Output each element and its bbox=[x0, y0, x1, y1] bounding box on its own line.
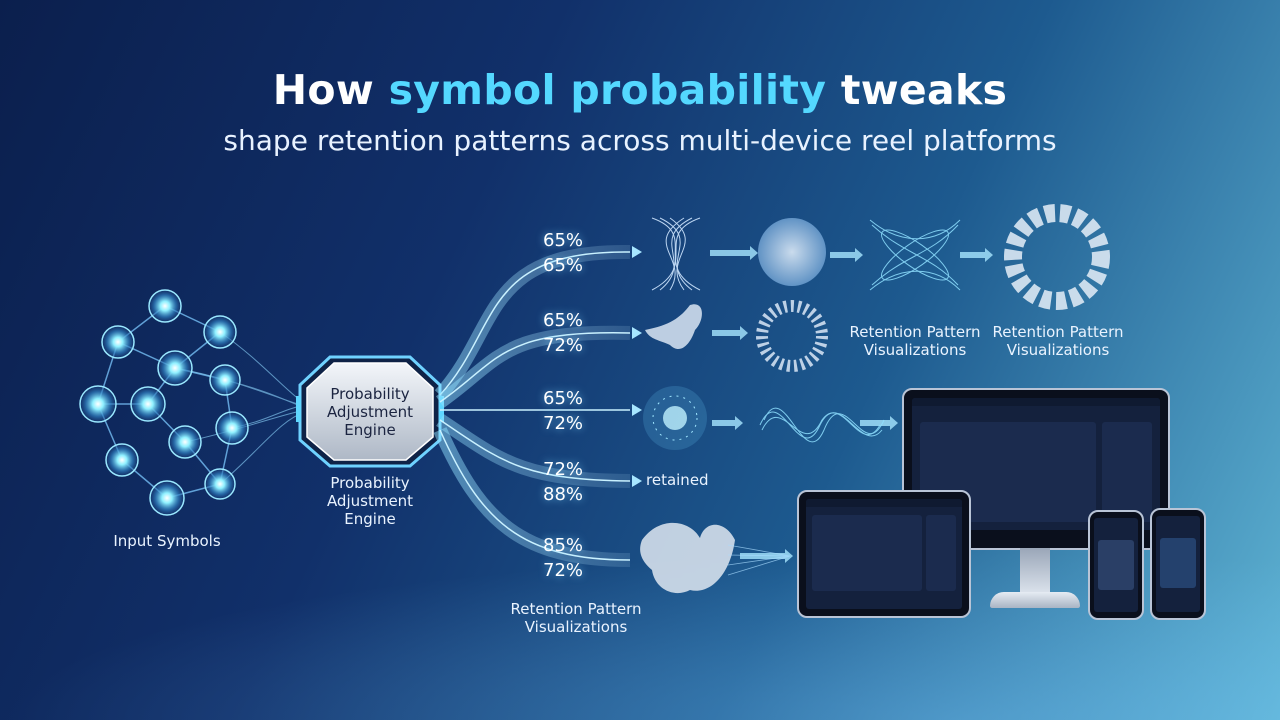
viz-label-2: Retention Pattern Visualizations bbox=[992, 323, 1124, 359]
network-to-engine-lines bbox=[174, 331, 306, 485]
symbol-node bbox=[168, 425, 202, 459]
engine-chip bbox=[296, 355, 444, 468]
branch-3-bottom-percent: 72% bbox=[543, 413, 584, 434]
symbol-node bbox=[203, 315, 237, 349]
symbol-node bbox=[79, 385, 117, 423]
symbol-node bbox=[215, 411, 249, 445]
phone-right-screen bbox=[1156, 516, 1200, 612]
header: How symbol probability tweaks shape rete… bbox=[0, 66, 1280, 157]
symbol-node bbox=[157, 350, 193, 386]
viz-fan-lines bbox=[727, 544, 791, 576]
monitor-side-panel bbox=[1102, 422, 1152, 522]
retained-label: retained bbox=[646, 471, 709, 489]
title-highlight: symbol probability bbox=[388, 66, 827, 114]
branch-4-bottom-percent: 88% bbox=[543, 484, 584, 505]
branch-1-bottom-percent: 65% bbox=[543, 255, 584, 276]
viz-ring-shards bbox=[1004, 204, 1110, 310]
monitor-stand bbox=[1020, 548, 1050, 596]
flow-branches bbox=[433, 244, 631, 567]
viz-dot-sphere bbox=[756, 300, 828, 372]
symbol-node bbox=[204, 468, 236, 500]
input-symbols-label: Input Symbols bbox=[113, 532, 221, 550]
branch-2-bottom-percent: 72% bbox=[543, 335, 584, 356]
phone-left-viz bbox=[1098, 540, 1134, 590]
background-glow bbox=[0, 550, 1280, 720]
viz-butterfly bbox=[869, 219, 961, 291]
symbol-node bbox=[149, 480, 185, 516]
symbol-node bbox=[105, 443, 139, 477]
phone-right-viz bbox=[1160, 538, 1196, 588]
title-prefix: How bbox=[272, 66, 389, 114]
engine-box-label: Probability Adjustment Engine bbox=[326, 385, 414, 439]
monitor-mockup bbox=[902, 388, 1170, 550]
branch-5-top-percent: 85% bbox=[543, 535, 584, 556]
tablet-diagram-panel bbox=[812, 515, 922, 591]
monitor-base bbox=[990, 592, 1080, 608]
phone-left-screen bbox=[1094, 518, 1138, 612]
viz-folded-sheet bbox=[640, 522, 735, 594]
page-subtitle: shape retention patterns across multi-de… bbox=[223, 124, 1057, 157]
viz-hourglass bbox=[651, 217, 701, 291]
tablet-header-bar bbox=[806, 499, 962, 507]
page-title: How symbol probability tweaks bbox=[0, 66, 1280, 114]
tablet-mockup bbox=[797, 490, 971, 618]
symbol-node bbox=[209, 364, 241, 396]
branch-1-top-percent: 65% bbox=[543, 230, 584, 251]
phone-mockup-right bbox=[1150, 508, 1206, 620]
branch-5 bbox=[433, 427, 631, 567]
viz-label-1: Retention Pattern Visualizations bbox=[849, 323, 981, 359]
viz-wave bbox=[759, 407, 885, 443]
branch-2-top-percent: 65% bbox=[543, 310, 584, 331]
viz-horn bbox=[645, 304, 702, 350]
branch-4-top-percent: 72% bbox=[543, 459, 584, 480]
viz-label-3: Retention Pattern Visualizations bbox=[510, 600, 642, 636]
input-symbol-nodes bbox=[79, 289, 249, 516]
engine-caption: Probability Adjustment Engine bbox=[326, 474, 414, 528]
viz-particle-burst bbox=[643, 386, 707, 450]
viz-sphere-shards bbox=[758, 218, 826, 286]
monitor-header-bar bbox=[912, 398, 1160, 406]
symbol-node bbox=[148, 289, 182, 323]
title-suffix: tweaks bbox=[826, 66, 1008, 114]
symbol-node bbox=[101, 325, 135, 359]
branch-5-bottom-percent: 72% bbox=[543, 560, 584, 581]
symbol-node bbox=[130, 386, 166, 422]
tablet-side-panel bbox=[926, 515, 956, 591]
phone-mockup-left bbox=[1088, 510, 1144, 620]
tablet-screen bbox=[806, 499, 962, 609]
branch-3-top-percent: 65% bbox=[543, 388, 584, 409]
